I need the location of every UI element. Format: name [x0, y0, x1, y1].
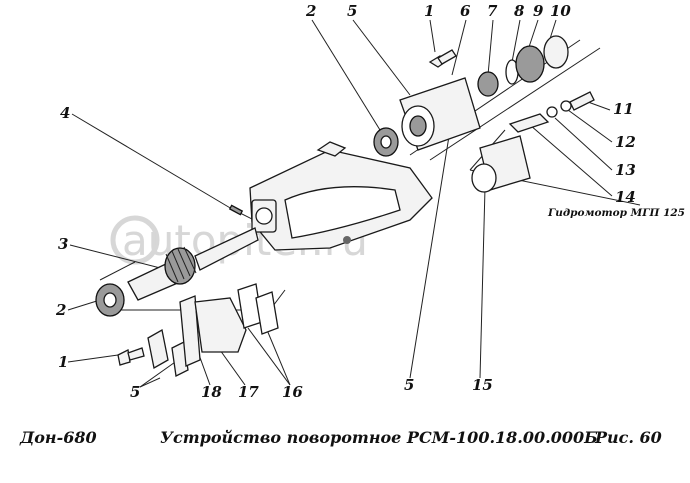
callout-12: 12: [615, 133, 636, 151]
shims: [237, 283, 279, 335]
callout-2-left: 2: [55, 301, 66, 319]
callout-17: 17: [238, 383, 259, 401]
plate-14: [508, 113, 550, 133]
gasket: [179, 295, 201, 367]
bearing-7: [477, 71, 499, 97]
leader-lines: [67, 19, 613, 388]
callout-1-left: 1: [58, 353, 68, 371]
callout-1-top: 1: [424, 2, 434, 20]
footer-model: Дон-680: [20, 428, 97, 447]
callout-4: 4: [60, 104, 70, 122]
worm-shaft: [127, 227, 259, 301]
bearing-top: [373, 127, 399, 157]
callout-13: 13: [615, 161, 636, 179]
bolt-11: [569, 91, 595, 111]
callout-5-top: 5: [347, 2, 357, 20]
callout-6: 6: [460, 2, 471, 20]
callout-2-top: 2: [305, 2, 316, 20]
housing: [249, 141, 433, 251]
washer-13: [546, 106, 558, 118]
callout-8: 8: [514, 2, 525, 20]
callout-16: 16: [282, 383, 303, 401]
footer-figure: Рис. 60: [595, 428, 662, 447]
callout-18: 18: [201, 383, 222, 401]
callout-5-bottom: 5: [130, 383, 140, 401]
pin: [228, 204, 244, 216]
callout-14: 14: [615, 188, 636, 206]
locking-plates: [147, 328, 189, 377]
bolt-top: [428, 49, 457, 68]
footer-title: Устройство поворотное РСМ-100.18.00.000Б: [160, 428, 598, 447]
spline-10: [543, 35, 569, 69]
hydraulic-motor: [471, 135, 531, 193]
callout-10: 10: [550, 2, 571, 20]
callout-9: 9: [533, 2, 544, 20]
motor-label: Гидромотор МГП 125: [547, 207, 685, 219]
callout-11: 11: [613, 100, 634, 118]
washer-12: [560, 100, 572, 112]
gear-9: [515, 45, 545, 83]
bolt-left: [117, 347, 145, 366]
callout-3: 3: [58, 235, 68, 253]
callout-7: 7: [487, 2, 498, 20]
flange: [399, 77, 481, 151]
bearing-left: [95, 283, 125, 317]
callout-5-right: 5: [404, 376, 414, 394]
callout-15: 15: [472, 376, 493, 394]
cover: [194, 297, 247, 353]
